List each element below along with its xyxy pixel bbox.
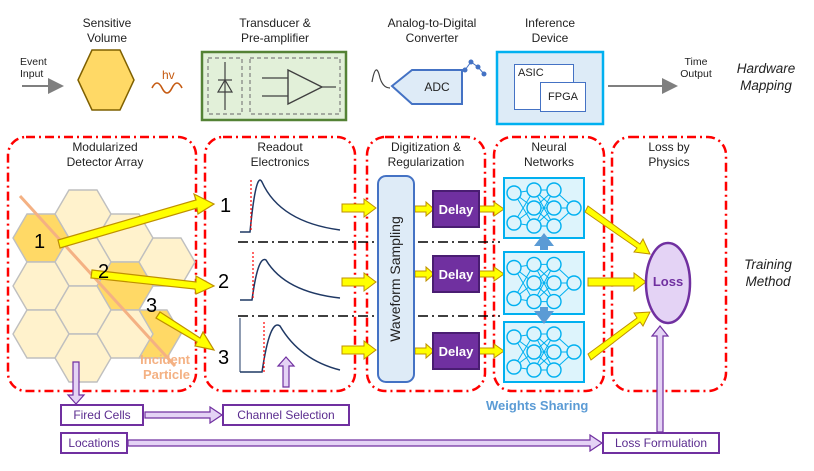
diode-icon xyxy=(216,78,234,93)
nn-node xyxy=(526,200,542,216)
waveforms xyxy=(240,179,341,373)
nn-node xyxy=(506,329,522,345)
nn-node xyxy=(526,293,542,310)
loss-arrows xyxy=(584,205,651,361)
fpga-chip: FPGA xyxy=(540,82,586,112)
fired-cells-box: Fired Cells xyxy=(60,404,144,426)
analog-signal-icon xyxy=(371,69,391,89)
weights-sharing-label: Weights Sharing xyxy=(486,398,589,413)
nn-node xyxy=(506,359,522,375)
loss-label: Loss xyxy=(652,274,684,289)
nn-node xyxy=(566,344,582,360)
digital-samples-icon xyxy=(462,59,487,77)
nn-node xyxy=(526,344,542,360)
incident-particle-track xyxy=(18,194,177,368)
sensitive-volume-hexagon xyxy=(77,49,135,111)
nn-node xyxy=(526,256,542,273)
nn-node xyxy=(546,293,562,310)
loss-formulation-box: Loss Formulation xyxy=(602,432,720,454)
stage5-frame xyxy=(610,135,728,393)
delay-box-1: Delay xyxy=(432,190,480,228)
nn-node xyxy=(566,275,582,291)
delay-box-3: Delay xyxy=(432,332,480,370)
stage3-frame xyxy=(365,135,487,393)
nn-node xyxy=(526,218,542,234)
channel-number-3: 3 xyxy=(218,347,230,369)
nn-node xyxy=(526,182,542,198)
waveform-sampling-label: Waveform Sampling xyxy=(387,216,403,342)
weights-sharing-arrows xyxy=(534,233,554,324)
nn-node xyxy=(566,200,582,216)
locations-box: Locations xyxy=(60,432,128,454)
adc-label: ADC xyxy=(424,80,450,94)
nn-node xyxy=(546,326,562,342)
channel-number-1: 1 xyxy=(220,195,232,217)
nn-node xyxy=(526,275,542,291)
nn-node xyxy=(506,290,522,307)
nn-node xyxy=(526,362,542,378)
transducer-label: Transducer &Pre-amplifier xyxy=(239,16,311,45)
cell-number-1: 1 xyxy=(34,231,46,253)
nn-node xyxy=(546,182,562,198)
bottom-flow-arrows xyxy=(66,325,670,453)
channel-selection-box: Channel Selection xyxy=(222,404,350,426)
adc-shape xyxy=(390,69,463,105)
nn-node xyxy=(546,256,562,273)
photon-wave-icon xyxy=(151,82,183,94)
waveform-sampling-box xyxy=(377,175,415,383)
stage1-frame xyxy=(6,135,198,393)
nn-node xyxy=(546,362,562,378)
nn-node xyxy=(506,185,522,201)
delay-box-2: Delay xyxy=(432,255,480,293)
nn-node xyxy=(506,215,522,231)
nn-node xyxy=(546,200,562,216)
nn-node xyxy=(546,344,562,360)
transducer-box xyxy=(200,50,348,122)
cell-channel-arrows xyxy=(57,192,216,351)
stage4-frame xyxy=(492,135,606,393)
loss-ellipse xyxy=(644,241,692,325)
sampling-arrows xyxy=(341,198,505,360)
cell-number-2: 2 xyxy=(98,261,110,283)
cell-number-3: 3 xyxy=(146,295,158,317)
amplifier-icon xyxy=(287,68,324,106)
stage2-frame xyxy=(203,135,357,393)
nn-node xyxy=(546,218,562,234)
hv-label: hv xyxy=(162,68,175,82)
nn-node xyxy=(546,275,562,291)
nn-node xyxy=(506,259,522,276)
nn-node xyxy=(526,326,542,342)
stage3-title: Digitization &Regularization xyxy=(387,140,465,169)
channel-number-2: 2 xyxy=(218,271,230,293)
